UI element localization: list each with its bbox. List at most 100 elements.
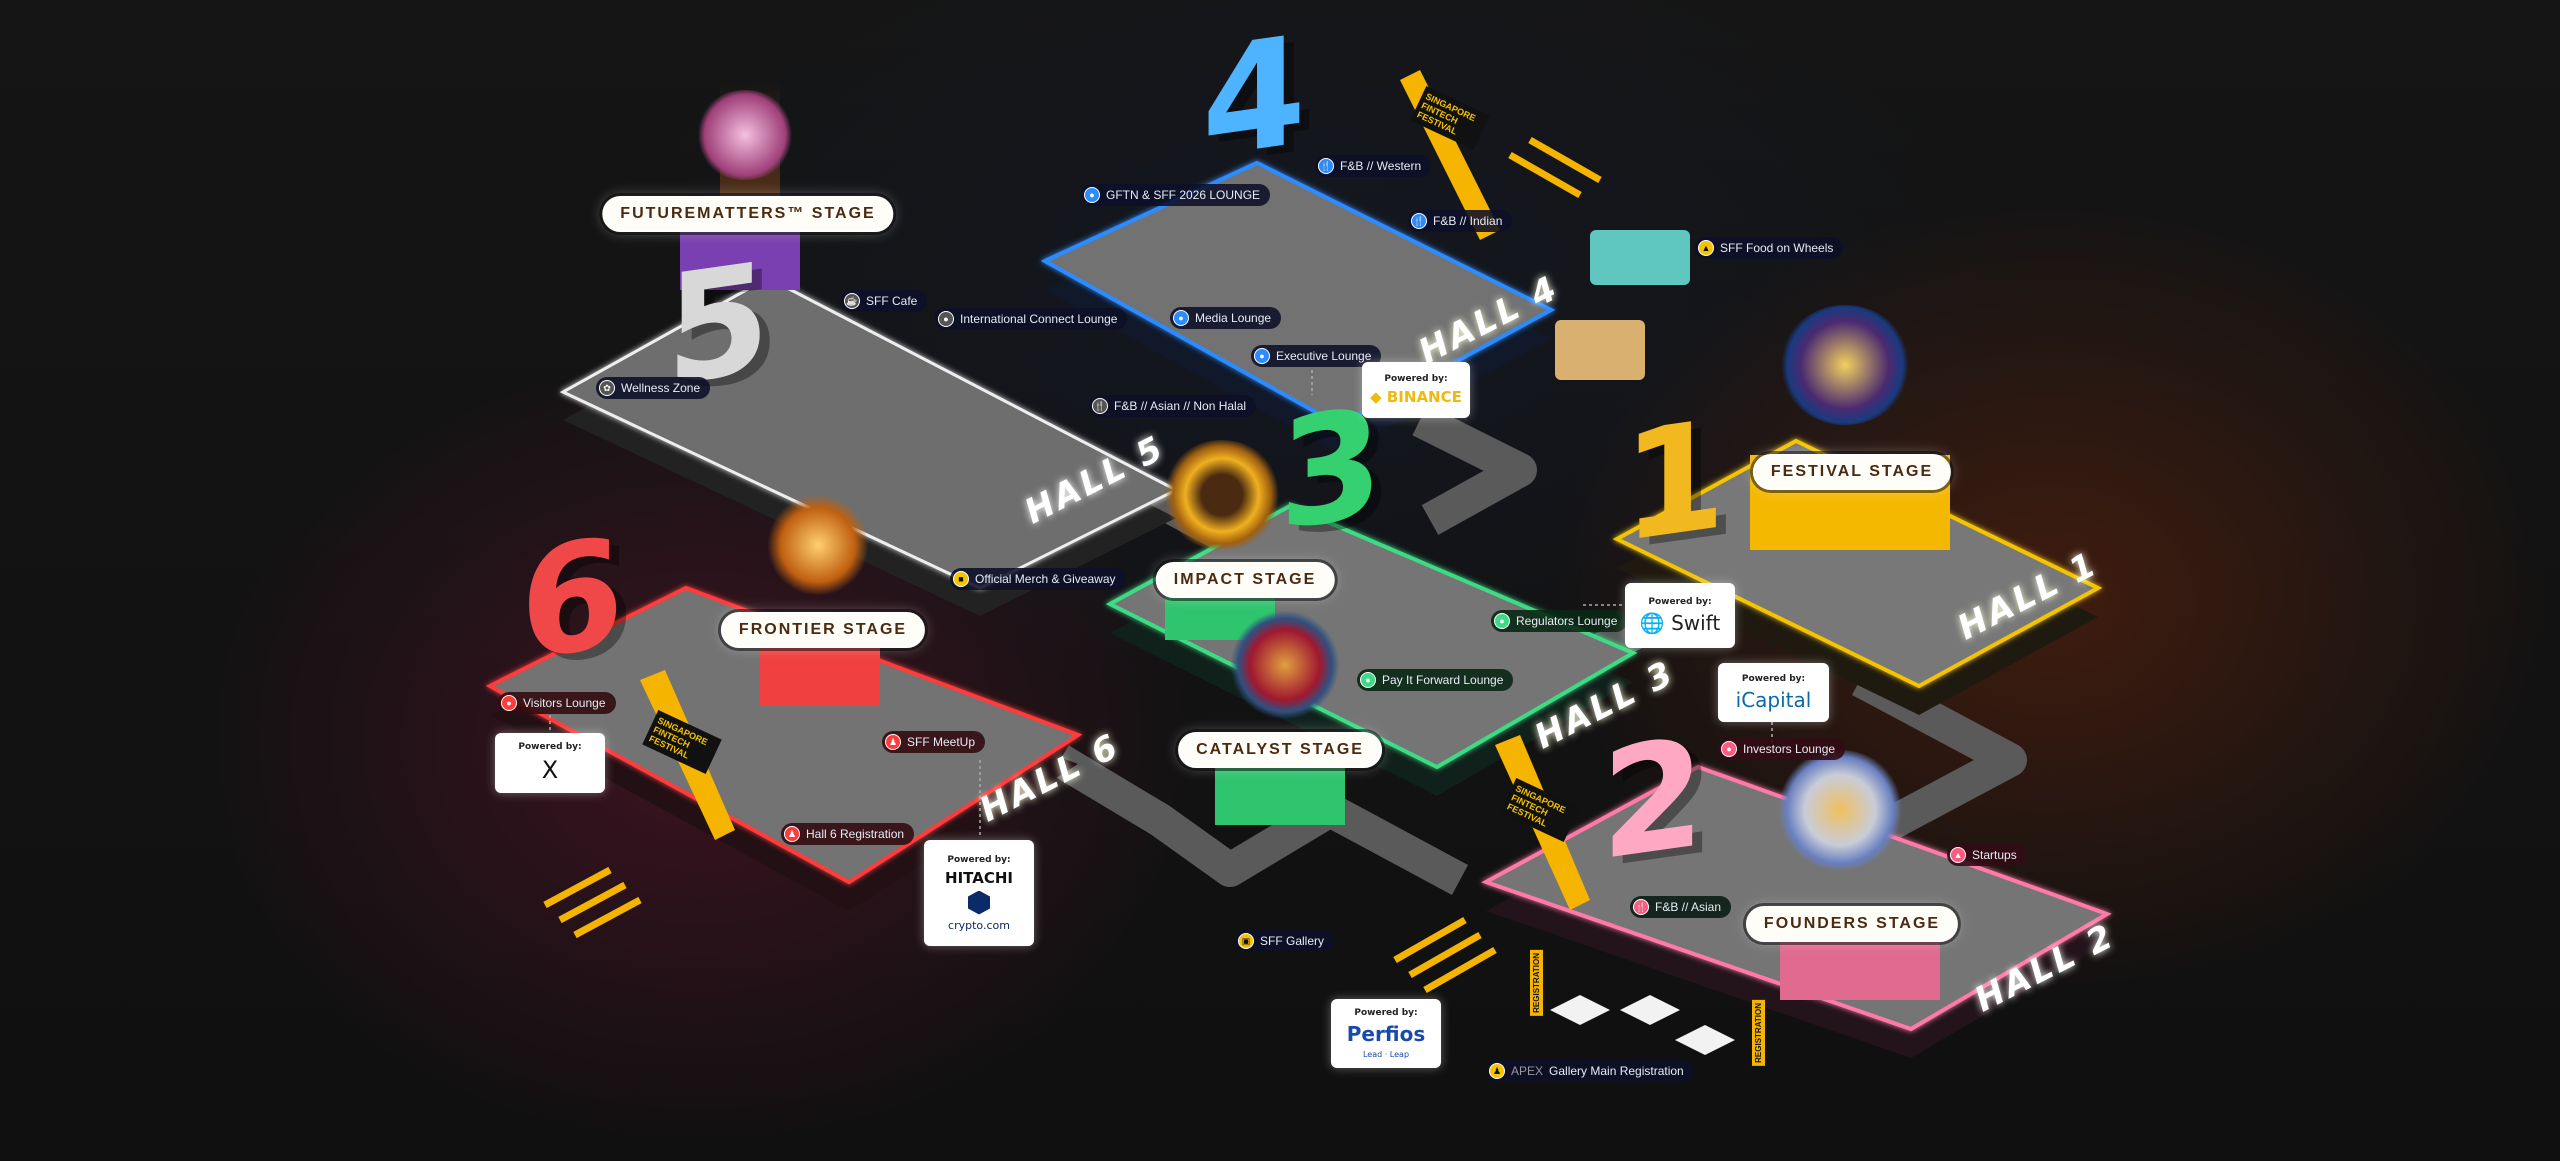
lounge-icon: ● — [1360, 672, 1376, 688]
zone-label: F&B // Indian — [1433, 214, 1503, 228]
zone-label: Executive Lounge — [1276, 349, 1372, 363]
hitachi-logo: HITACHI — [945, 868, 1013, 887]
zone-label: Investors Lounge — [1743, 742, 1836, 756]
frontier-stage-label[interactable]: FRONTIER STAGE — [720, 612, 926, 648]
lounge-icon: ● — [1721, 741, 1737, 757]
zone-regulators-lounge[interactable]: ● Regulators Lounge — [1491, 610, 1628, 632]
sponsor-x[interactable]: Powered by: X — [495, 733, 605, 793]
zone-label: F&B // Asian // Non Halal — [1114, 399, 1247, 413]
zone-food-on-wheels[interactable]: ▲ SFF Food on Wheels — [1695, 237, 1844, 259]
zone-fb-asian-non-halal[interactable]: 🍴F&B // Asian // Non Halal — [1089, 395, 1257, 417]
zone-international-connect[interactable]: ● International Connect Lounge — [935, 308, 1128, 330]
hibiscus-sculpture — [763, 495, 873, 595]
zone-label: Official Merch & Giveaway — [975, 572, 1116, 586]
registration-flag: REGISTRATION — [1530, 950, 1543, 1016]
cafe-icon: ☕ — [844, 293, 860, 309]
hall-4-number: 4 — [1201, 3, 1307, 193]
powered-by-label: Powered by: — [1741, 673, 1806, 684]
crypto-com-icon — [968, 890, 990, 915]
festival-stage-label[interactable]: FESTIVAL STAGE — [1752, 454, 1952, 490]
coffee-truck — [1555, 320, 1645, 380]
zone-label: SFF MeetUp — [907, 735, 976, 749]
registration-tents — [1550, 995, 1735, 1055]
swift-logo: 🌐 Swift — [1639, 610, 1721, 635]
hall-1-platform — [1612, 438, 2103, 715]
registration-flag: REGISTRATION — [1752, 1000, 1765, 1066]
zone-label: SFF Gallery — [1260, 934, 1325, 948]
orchid-sculpture-hall1 — [1780, 305, 1910, 425]
sponsor-swift[interactable]: Powered by: 🌐 Swift — [1625, 583, 1735, 648]
zone-label: Startups — [1972, 848, 2017, 862]
zone-label: Pay It Forward Lounge — [1382, 673, 1504, 687]
swift-text: Swift — [1671, 610, 1721, 635]
zone-gftn-lounge[interactable]: ●GFTN & SFF 2026 LOUNGE — [1081, 184, 1271, 206]
zone-label: GFTN & SFF 2026 LOUNGE — [1106, 188, 1261, 202]
zone-label: Gallery Main Registration — [1549, 1064, 1684, 1078]
zone-sff-meetup[interactable]: ♟ SFF MeetUp — [882, 731, 986, 753]
sponsor-hitachi-crypto[interactable]: Powered by: HITACHI crypto.com — [924, 840, 1034, 946]
crypto-com-text: crypto.com — [948, 918, 1010, 932]
zone-fb-indian[interactable]: 🍴F&B // Indian — [1408, 210, 1513, 232]
zone-label: Wellness Zone — [621, 381, 701, 395]
zone-investors-lounge[interactable]: ● Investors Lounge — [1718, 738, 1846, 760]
catalyst-stage-label[interactable]: CATALYST STAGE — [1178, 732, 1382, 768]
truck-icon: ▲ — [1698, 240, 1714, 256]
zone-executive-lounge[interactable]: ● Executive Lounge — [1251, 345, 1382, 367]
zone-label: F&B // Western — [1340, 159, 1422, 173]
zone-merch[interactable]: ■ Official Merch & Giveaway — [950, 568, 1126, 590]
powered-by-label: Powered by: — [947, 854, 1011, 865]
registration-icon: ♟ — [784, 826, 800, 842]
cutlery-icon: 🍴 — [1633, 899, 1649, 915]
cutlery-icon: 🍴 — [1318, 158, 1334, 174]
lounge-icon: ● — [1494, 613, 1510, 629]
sponsor-perfios[interactable]: Powered by: Perfios Lead · Leap — [1331, 999, 1441, 1068]
merch-icon: ■ — [953, 571, 969, 587]
hall-1-number: 1 — [1621, 387, 1727, 577]
lounge-icon: ● — [1173, 310, 1189, 326]
hall-6-platform — [485, 585, 1083, 911]
zone-hall6-registration[interactable]: ♟Hall 6 Registration — [781, 823, 915, 845]
sponsor-binance[interactable]: Powered by: ◆ BINANCE — [1362, 362, 1470, 418]
zone-pay-it-forward[interactable]: ● Pay It Forward Lounge — [1357, 669, 1514, 691]
wellness-icon: ✿ — [599, 380, 615, 396]
zone-label: SFF Cafe — [866, 294, 918, 308]
people-icon: ♟ — [885, 734, 901, 750]
zone-label: Regulators Lounge — [1516, 614, 1618, 628]
zone-sff-cafe[interactable]: ☕ SFF Cafe — [841, 290, 928, 312]
hotdog-truck — [1590, 230, 1690, 285]
zone-media-lounge[interactable]: ●Media Lounge — [1170, 307, 1282, 329]
powered-by-label: Powered by: — [1354, 1008, 1418, 1018]
zone-visitors-lounge[interactable]: ●Visitors Lounge — [498, 692, 616, 714]
peony-sculpture — [1230, 610, 1340, 720]
sunflower-sculpture — [1162, 440, 1282, 550]
zone-fb-western[interactable]: 🍴 F&B // Western — [1315, 155, 1432, 177]
powered-by-label: Powered by: — [1384, 374, 1448, 384]
icapital-logo: iCapital — [1735, 687, 1812, 712]
perfios-logo: Perfios — [1346, 1022, 1426, 1046]
binance-text: BINANCE — [1386, 388, 1462, 406]
zone-startups[interactable]: ▲ Startups — [1947, 844, 2027, 866]
registration-icon: ♟ — [1489, 1063, 1505, 1079]
lounge-icon: ● — [1254, 348, 1270, 364]
futurematters-stage-label[interactable]: FUTUREMATTERS™ STAGE — [602, 196, 894, 232]
sponsor-icapital[interactable]: Powered by: iCapital — [1718, 663, 1829, 722]
zone-fb-asian[interactable]: 🍴F&B // Asian — [1630, 896, 1732, 918]
orchid-sculpture-hall5 — [695, 90, 795, 180]
zone-label: Visitors Lounge — [523, 696, 606, 710]
zone-label: International Connect Lounge — [960, 312, 1118, 326]
powered-by-label: Powered by: — [518, 742, 582, 752]
lounge-icon: ● — [938, 311, 954, 327]
perfios-tagline: Lead · Leap — [1362, 1050, 1410, 1059]
lotus-sculpture — [1775, 750, 1905, 870]
binance-logo: ◆ BINANCE — [1370, 388, 1462, 406]
zone-wellness[interactable]: ✿ Wellness Zone — [596, 377, 711, 399]
founders-stage-label[interactable]: FOUNDERS STAGE — [1745, 906, 1959, 942]
powered-by-label: Powered by: — [1648, 596, 1712, 607]
zone-sff-gallery[interactable]: ▣SFF Gallery — [1235, 930, 1335, 952]
hall-6-number: 6 — [519, 505, 625, 695]
impact-stage-label[interactable]: IMPACT STAGE — [1155, 562, 1335, 598]
zone-label: SFF Food on Wheels — [1720, 241, 1834, 255]
rocket-icon: ▲ — [1950, 847, 1966, 863]
